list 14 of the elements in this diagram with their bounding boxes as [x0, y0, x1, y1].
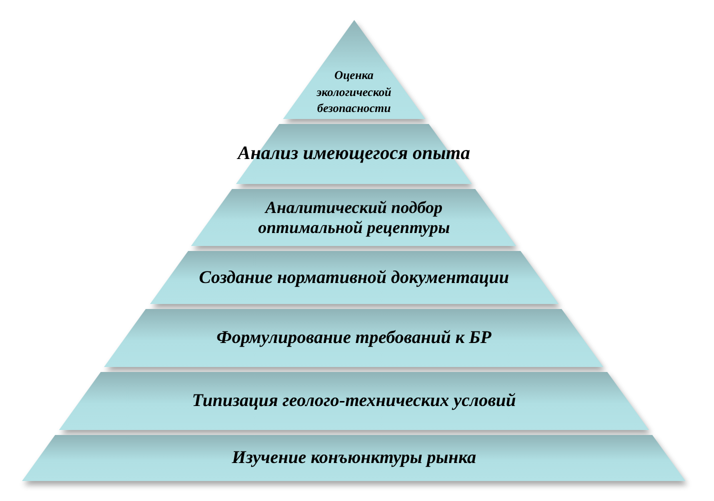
tier-label: Аналитический подбор оптимальной рецептуры: [257, 198, 451, 238]
tier-label: Типизация геолого-технических условий: [191, 390, 517, 412]
pyramid-apex: [282, 20, 426, 119]
tier-label: Формулирование требований к БР: [216, 327, 492, 349]
pyramid-tier: [150, 251, 558, 304]
pyramid-tier: [236, 124, 472, 184]
tier-label: Создание нормативной документации: [198, 267, 510, 288]
tier-label: Изучение конъюнктуры рынка: [230, 447, 478, 469]
pyramid-tier: [22, 435, 686, 481]
tier-label: Оценка экологической безопасности: [316, 67, 392, 117]
pyramid-tier: [104, 309, 604, 367]
pyramid-tier: [58, 372, 649, 430]
pyramid-tier: [191, 189, 517, 246]
tier-label: Анализ имеющегося опыта: [236, 144, 472, 164]
